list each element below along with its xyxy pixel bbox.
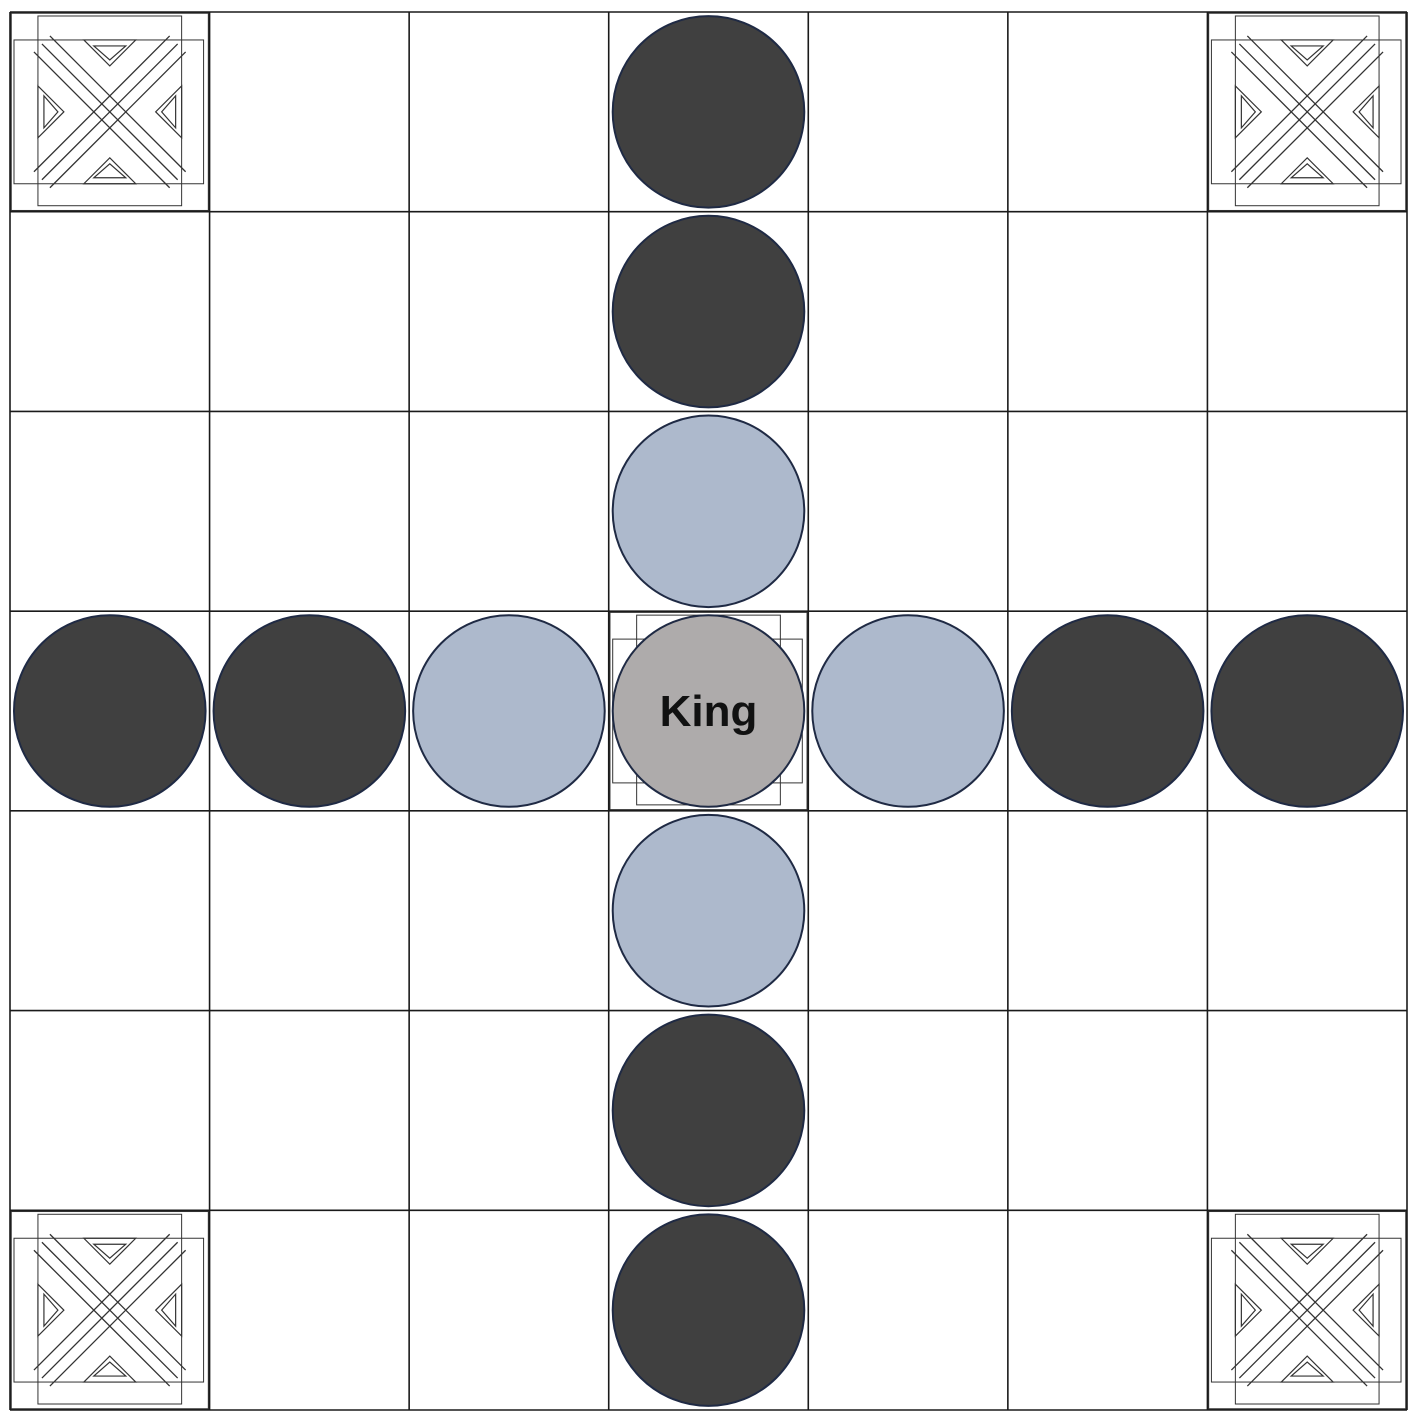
board-square-r0-c2[interactable]: [409, 12, 609, 212]
board-square-r5-c1[interactable]: [210, 1011, 410, 1211]
attacker-piece[interactable]: [613, 1214, 805, 1406]
board-square-r1-c1[interactable]: [210, 212, 410, 412]
king-label: King: [660, 687, 758, 736]
board-square-r4-c5[interactable]: [1008, 811, 1208, 1011]
board-square-r0-c1[interactable]: [210, 12, 410, 212]
attacker-piece[interactable]: [1012, 615, 1204, 807]
board-square-r2-c0[interactable]: [10, 411, 210, 611]
board-square-r4-c4[interactable]: [808, 811, 1008, 1011]
board-square-r2-c1[interactable]: [210, 411, 410, 611]
board-square-r4-c2[interactable]: [409, 811, 609, 1011]
piece-disc: [613, 216, 805, 408]
piece-disc: [613, 1214, 805, 1406]
defender-piece[interactable]: [613, 815, 805, 1007]
attacker-piece[interactable]: [613, 216, 805, 408]
board-square-r5-c4[interactable]: [808, 1011, 1008, 1211]
board-square-r0-c6[interactable]: [1207, 12, 1407, 212]
board-square-r1-c6[interactable]: [1207, 212, 1407, 412]
board-square-r4-c6[interactable]: [1207, 811, 1407, 1011]
board-square-r2-c6[interactable]: [1207, 411, 1407, 611]
board-square-r1-c2[interactable]: [409, 212, 609, 412]
piece-disc: [214, 615, 406, 807]
board-square-r1-c5[interactable]: [1008, 212, 1208, 412]
attacker-piece[interactable]: [1211, 615, 1403, 807]
defender-piece[interactable]: [613, 415, 805, 607]
board-square-r5-c2[interactable]: [409, 1011, 609, 1211]
board-square-r0-c4[interactable]: [808, 12, 1008, 212]
piece-disc: [613, 815, 805, 1007]
piece-disc: [14, 615, 206, 807]
board-square-r0-c5[interactable]: [1008, 12, 1208, 212]
board-square-r6-c1[interactable]: [210, 1210, 410, 1410]
board-square-r5-c6[interactable]: [1207, 1011, 1407, 1211]
board-square-r4-c0[interactable]: [10, 811, 210, 1011]
board-square-r1-c0[interactable]: [10, 212, 210, 412]
piece-disc: [1211, 615, 1403, 807]
board-square-r2-c2[interactable]: [409, 411, 609, 611]
attacker-piece[interactable]: [14, 615, 206, 807]
board-square-r6-c4[interactable]: [808, 1210, 1008, 1410]
piece-disc: [613, 16, 805, 208]
piece-disc: [812, 615, 1004, 807]
board-square-r5-c5[interactable]: [1008, 1011, 1208, 1211]
board-square-r2-c5[interactable]: [1008, 411, 1208, 611]
board-square-r0-c0[interactable]: [10, 12, 210, 212]
board-square-r6-c5[interactable]: [1008, 1210, 1208, 1410]
board-square-r5-c0[interactable]: [10, 1011, 210, 1211]
attacker-piece[interactable]: [214, 615, 406, 807]
piece-disc: [613, 1015, 805, 1207]
board-square-r4-c1[interactable]: [210, 811, 410, 1011]
piece-disc: [1012, 615, 1204, 807]
attacker-piece[interactable]: [613, 1015, 805, 1207]
piece-disc: [413, 615, 605, 807]
board-square-r6-c2[interactable]: [409, 1210, 609, 1410]
king-piece[interactable]: King: [613, 615, 805, 807]
board-square-r6-c0[interactable]: [10, 1210, 210, 1410]
defender-piece[interactable]: [812, 615, 1004, 807]
defender-piece[interactable]: [413, 615, 605, 807]
board-square-r6-c6[interactable]: [1207, 1210, 1407, 1410]
attacker-piece[interactable]: [613, 16, 805, 208]
board-square-r2-c4[interactable]: [808, 411, 1008, 611]
piece-disc: [613, 415, 805, 607]
board-square-r1-c4[interactable]: [808, 212, 1008, 412]
